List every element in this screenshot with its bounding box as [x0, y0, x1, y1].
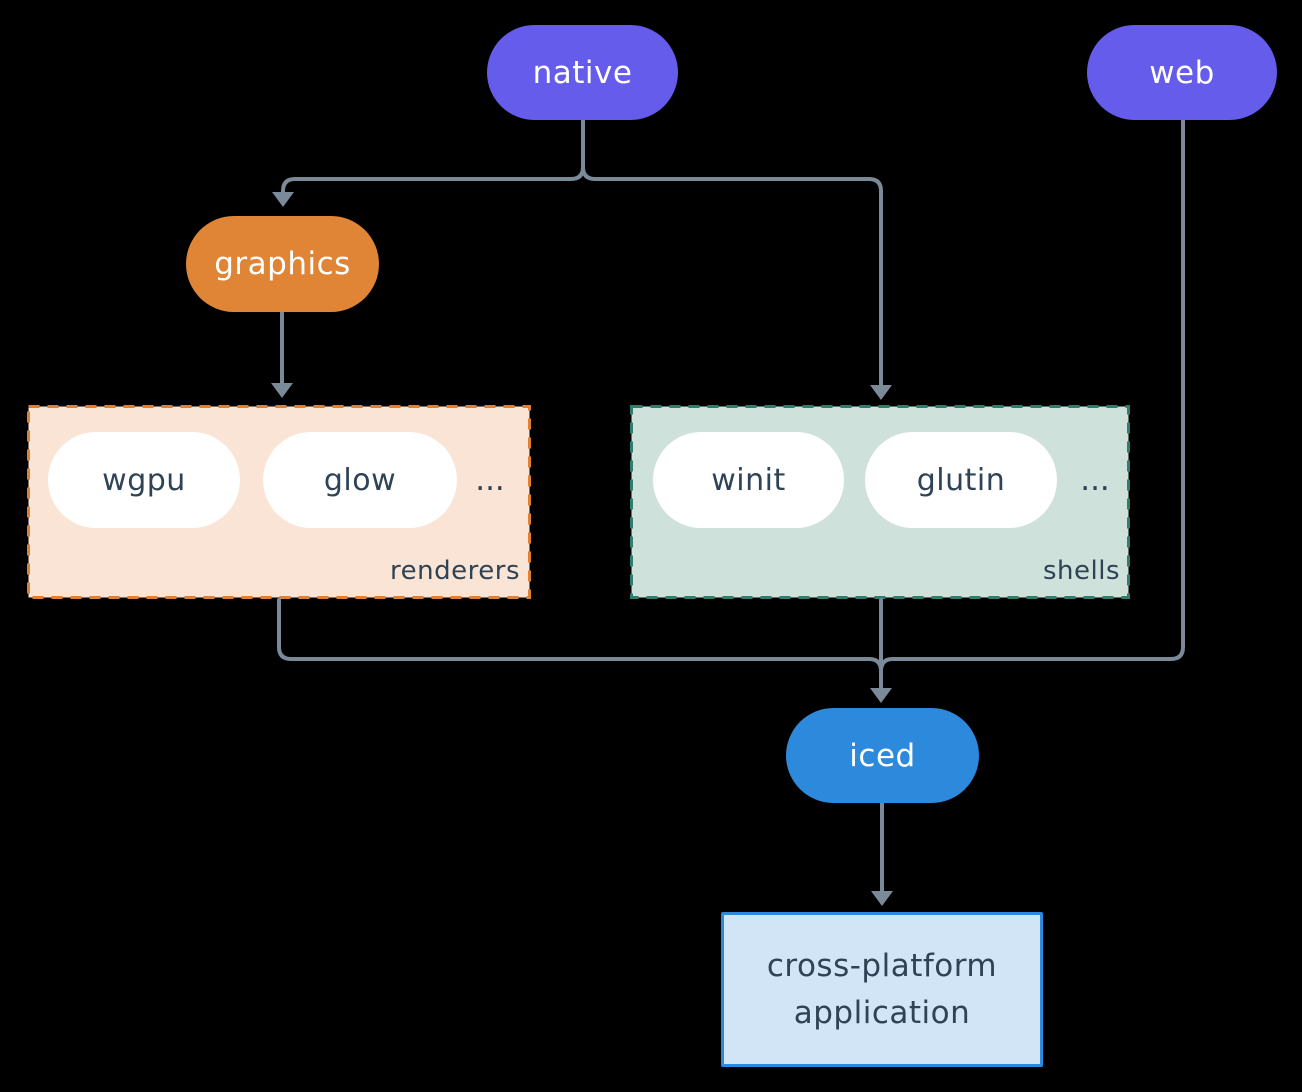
node-iced-label: iced [849, 737, 916, 774]
node-winit: winit [653, 432, 844, 528]
node-web: web [1087, 25, 1277, 120]
node-cross-platform-application: cross-platform application [721, 912, 1043, 1067]
app-label-line2: application [793, 994, 971, 1031]
renderers-ellipsis: ... [475, 462, 505, 498]
node-wgpu-label: wgpu [102, 462, 186, 498]
node-graphics-label: graphics [214, 246, 351, 282]
node-glutin-label: glutin [916, 462, 1006, 498]
shells-group-label: shells [1042, 556, 1120, 586]
arrowhead-into-app [871, 891, 893, 906]
node-glow: glow [263, 432, 457, 528]
edge-renderers-to-iced [277, 598, 883, 673]
node-graphics: graphics [186, 216, 379, 312]
node-wgpu: wgpu [48, 432, 240, 528]
node-native: native [487, 25, 678, 120]
node-glutin: glutin [865, 432, 1057, 528]
node-iced: iced [786, 708, 979, 803]
app-label-line1: cross-platform [766, 947, 998, 984]
shells-ellipsis: ... [1080, 462, 1110, 498]
edge-native-to-graphics [281, 118, 585, 195]
arrowhead-into-iced [870, 688, 892, 703]
renderers-group-label: renderers [390, 556, 520, 586]
node-glow-label: glow [323, 462, 397, 498]
arrowhead-into-shells [870, 385, 892, 400]
node-winit-label: winit [711, 462, 786, 498]
arrowhead-into-graphics [272, 192, 294, 207]
edge-native-to-shells [581, 118, 883, 387]
arrowhead-into-renderers [271, 383, 293, 398]
node-web-label: web [1149, 54, 1215, 91]
node-native-label: native [532, 54, 633, 91]
